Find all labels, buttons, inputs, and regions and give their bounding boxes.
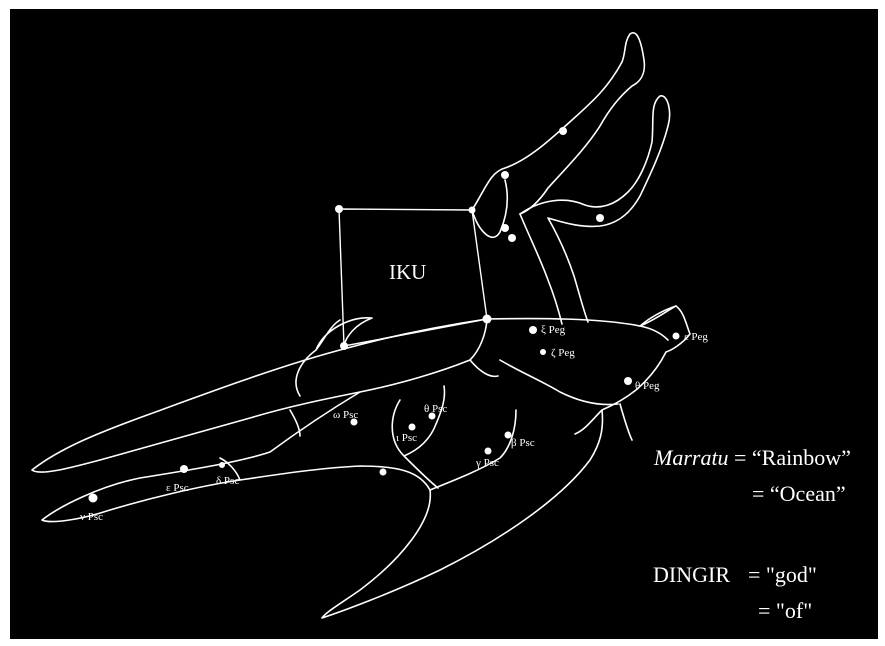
legend-dingir-meaning-2: = "of"	[758, 598, 812, 623]
swallow-tail-fork	[220, 410, 300, 480]
horse-neck	[520, 214, 562, 324]
swallow-feathers-1	[296, 318, 372, 396]
label-beta-psc: β Psc	[511, 437, 535, 449]
star-epsilon-psc	[180, 465, 188, 473]
star-delta-psc	[219, 462, 225, 468]
label-zeta-peg: ζ Peg	[551, 347, 575, 359]
label-iota-psc: ι Psc	[396, 432, 417, 444]
legend-marratu-meaning-1: = “Rainbow”	[734, 445, 851, 470]
star-square-se	[483, 315, 492, 324]
star-gamma-psc	[485, 448, 492, 455]
horse-foreleg-lower	[520, 96, 670, 322]
swallow-lower-tail	[42, 392, 603, 618]
star-chart-panel: IKU ξ Peg ζ Peg ε Peg θ Peg ω Psc θ Psc …	[10, 9, 878, 639]
star-square-ne	[469, 207, 476, 214]
star-horse-4	[508, 234, 516, 242]
legend-marratu-meaning-2: = “Ocean”	[752, 481, 846, 506]
star-nu-psc	[89, 494, 98, 503]
label-gamma-psc: γ Psc	[475, 457, 499, 469]
legend-dingir-meaning-1: = "god"	[748, 562, 817, 587]
star-horse-1	[559, 127, 567, 135]
star-square-nw	[335, 205, 343, 213]
star-iota-psc	[409, 424, 416, 431]
star-epsilon-peg	[673, 333, 680, 340]
label-omega-psc: ω Psc	[333, 409, 358, 421]
horse-foreleg-upper	[472, 33, 644, 214]
star-horse-5	[596, 214, 604, 222]
star-theta-peg	[624, 377, 632, 385]
legend: Marratu = “Rainbow” = “Ocean” DINGIR = "…	[653, 445, 851, 623]
star-zeta-peg	[540, 349, 546, 355]
swallow-upper-tail	[32, 319, 487, 472]
label-theta-psc: θ Psc	[424, 403, 447, 415]
label-epsilon-peg: ε Peg	[684, 331, 708, 343]
stars	[89, 127, 680, 503]
legend-marratu-term: Marratu	[653, 445, 729, 470]
star-horse-3	[501, 224, 509, 232]
legend-dingir-term: DINGIR	[653, 562, 730, 587]
star-tail-1	[380, 469, 387, 476]
swallow-feathers-3	[500, 360, 632, 440]
label-xi-peg: ξ Peg	[541, 324, 566, 336]
iku-label: IKU	[389, 260, 426, 284]
swallow-inner-wing	[430, 360, 516, 490]
label-nu-psc: ν Psc	[80, 511, 103, 523]
star-xi-peg	[529, 326, 537, 334]
star-horse-2	[501, 171, 509, 179]
label-theta-peg: θ Peg	[635, 380, 660, 392]
label-epsilon-psc: ε Psc	[166, 482, 189, 494]
constellation-diagram: IKU ξ Peg ζ Peg ε Peg θ Peg ω Psc θ Psc …	[10, 9, 878, 639]
star-square-sw	[340, 342, 348, 350]
label-delta-psc: δ Psc	[216, 475, 239, 487]
